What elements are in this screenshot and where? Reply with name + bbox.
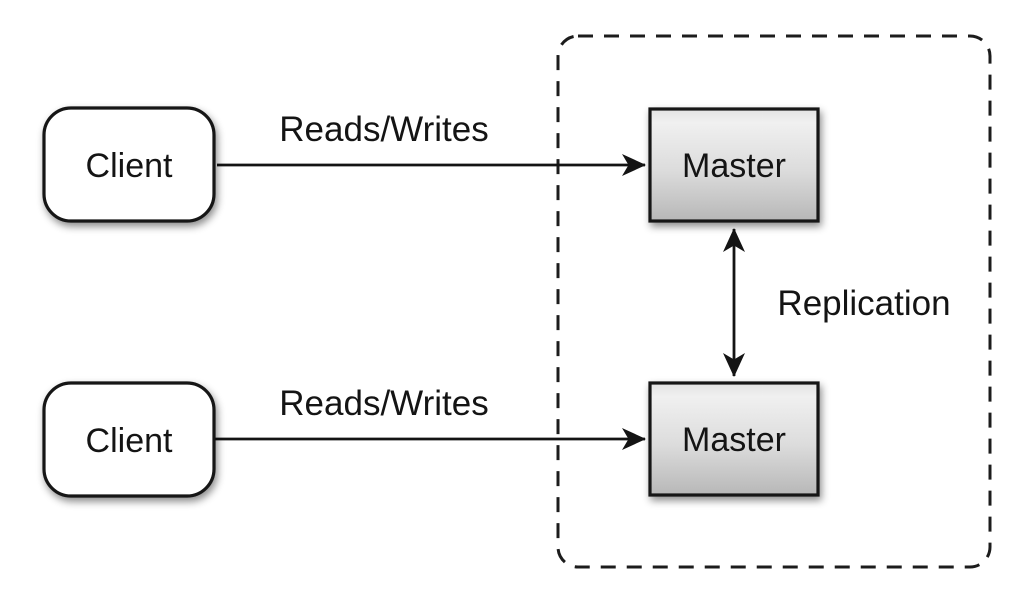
master-group-boundary xyxy=(556,34,992,569)
client-top-label: Client xyxy=(86,147,173,185)
master-top-box xyxy=(648,107,820,223)
master-top-node: Master xyxy=(648,107,820,223)
replication-label: Replication xyxy=(777,284,950,323)
master-bottom-box xyxy=(648,381,820,497)
edge-replication: Replication xyxy=(723,228,951,377)
reads-writes-label-top: Reads/Writes xyxy=(279,110,488,149)
master-bottom-node: Master xyxy=(648,381,820,497)
edge-reads-writes-bottom: Reads/Writes xyxy=(215,384,646,450)
client-bottom-box xyxy=(42,381,216,498)
edge-reads-writes-top: Reads/Writes xyxy=(217,110,646,176)
client-top-node: Client xyxy=(42,106,216,223)
master-top-label: Master xyxy=(682,147,786,185)
client-bottom-label: Client xyxy=(86,422,173,460)
client-bottom-node: Client xyxy=(42,381,216,498)
master-bottom-label: Master xyxy=(682,421,786,459)
reads-writes-label-bottom: Reads/Writes xyxy=(279,384,488,423)
client-top-box xyxy=(42,106,216,223)
